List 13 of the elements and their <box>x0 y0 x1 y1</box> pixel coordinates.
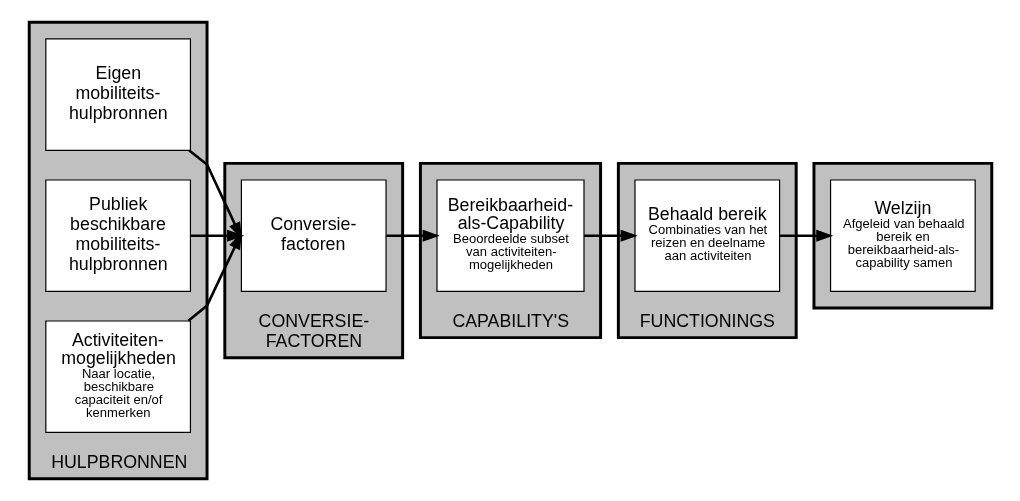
arrow <box>187 232 242 322</box>
node-box: Activiteiten-mogelijkheden Naar locatie, beschikbare capaciteit en/of kenmerken <box>44 320 191 434</box>
arrow <box>190 229 244 242</box>
node-box: Publiek beschikbare mobiliteits-hulpbronnen <box>44 179 191 292</box>
arrow <box>385 229 440 242</box>
node-box: Behaald bereik Combinaties van het reizen en deelname aan activiteiten <box>633 179 780 292</box>
node-box: Conversie-factoren <box>240 179 387 292</box>
node-box: Bereikbaarheid-als-Capability Beoordeelde subset van activiteiten-mogelijkheden <box>435 179 585 292</box>
arrow <box>779 229 833 242</box>
node-box: Eigen mobiliteits-hulpbronnen <box>44 38 191 151</box>
node-box: Welzijn Afgeleid van behaald bereik en bereikbaarheid-als-capability samen <box>829 179 976 292</box>
arrow <box>187 149 242 240</box>
arrow <box>583 229 638 242</box>
